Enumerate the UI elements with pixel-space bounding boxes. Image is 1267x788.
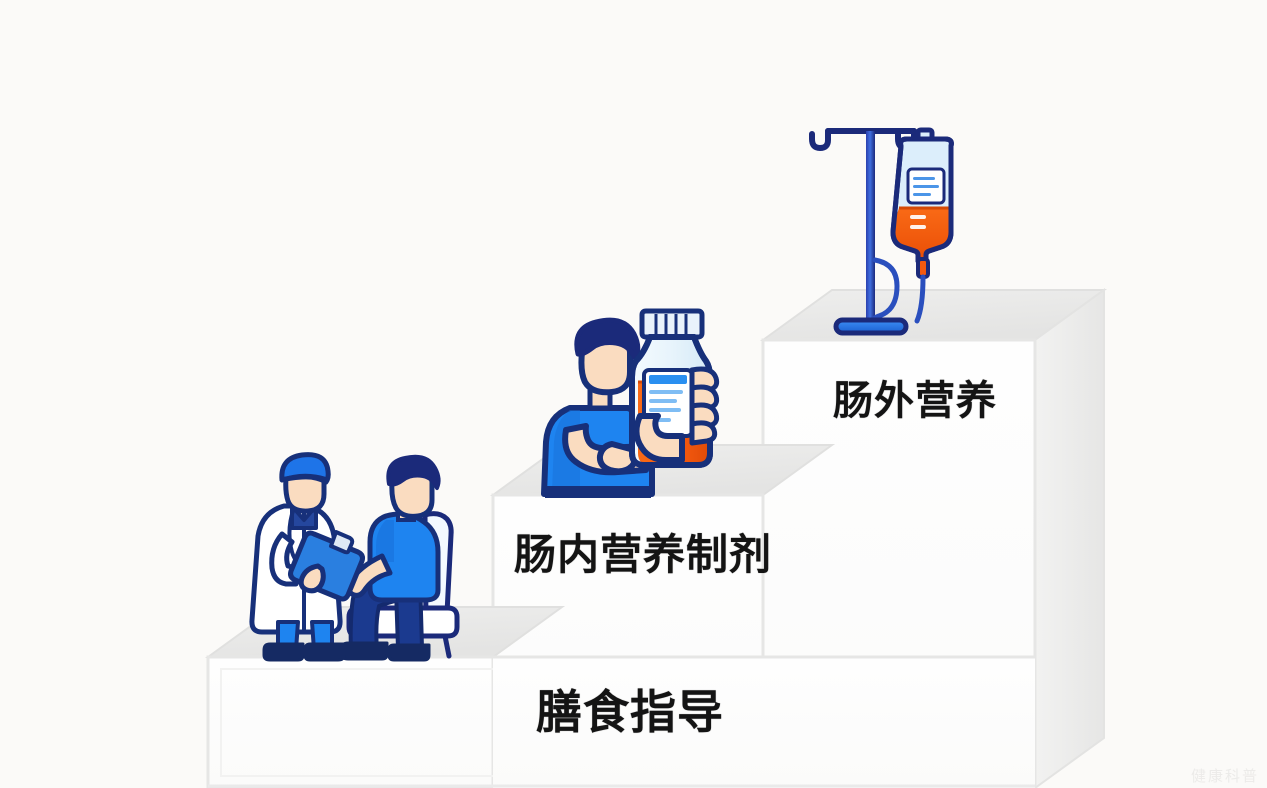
- person-holding-nutrition-bottle-icon: [541, 308, 720, 498]
- doctor-figure: [249, 452, 365, 662]
- iv-drip-stand-icon: [809, 127, 954, 336]
- step-label-middle: 肠内营养制剂: [514, 531, 773, 578]
- step-label-bottom: 膳食指导: [536, 686, 724, 738]
- step-label-top: 肠外营养: [833, 379, 997, 423]
- doctor-patient-consultation-icon: [249, 452, 460, 662]
- iv-bag: [890, 127, 954, 324]
- watermark: 健康科普: [1190, 768, 1259, 785]
- patient-figure: [340, 454, 460, 662]
